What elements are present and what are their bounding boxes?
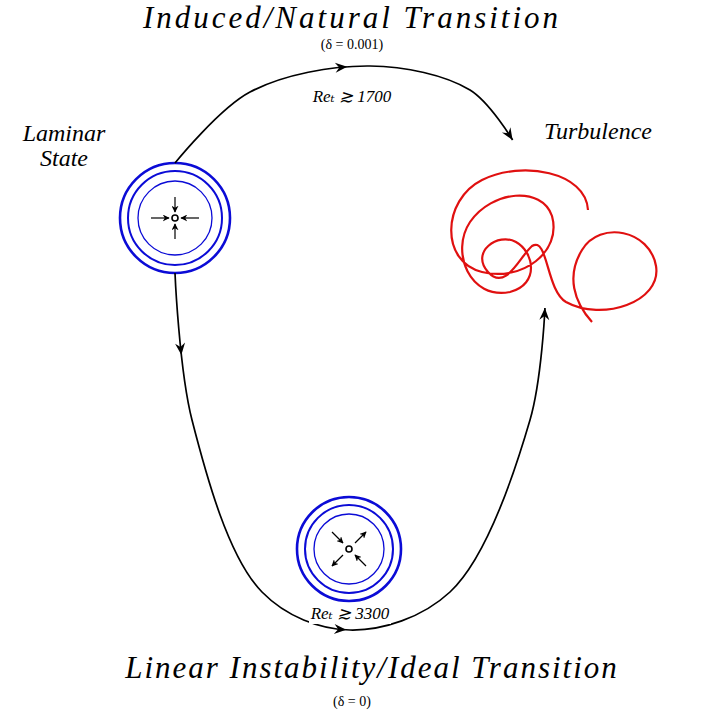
reynolds-threshold: Reₜ ≳ 3300 bbox=[309, 603, 392, 624]
connector-path bbox=[175, 66, 513, 163]
orbit-circle bbox=[305, 505, 393, 593]
node-label: Laminar State bbox=[18, 121, 110, 171]
flow-arrow bbox=[355, 532, 366, 543]
arrow-head bbox=[335, 63, 347, 73]
flow-arrow bbox=[174, 224, 175, 239]
stable-node-symbol bbox=[120, 163, 230, 273]
arrow-head bbox=[334, 624, 346, 634]
parameter-note: (δ = 0) bbox=[331, 694, 373, 710]
transition-connector bbox=[175, 63, 513, 163]
transition-connector bbox=[175, 273, 549, 634]
orbit-circle bbox=[314, 514, 384, 584]
flow-arrow bbox=[332, 532, 343, 543]
turbulence-node: Turbulence bbox=[440, 140, 660, 308]
flow-arrow bbox=[174, 197, 175, 212]
flow-arrow bbox=[151, 217, 169, 218]
connector-path bbox=[175, 273, 545, 630]
transition-title: Linear Instability/Ideal Transition bbox=[123, 650, 621, 686]
transition-title: Induced/Natural Transition bbox=[141, 0, 563, 36]
arrow-head bbox=[502, 127, 513, 140]
fixed-point bbox=[172, 215, 178, 221]
node-label: Turbulence bbox=[544, 119, 652, 144]
arrow-head bbox=[175, 343, 185, 355]
orbit-circle bbox=[128, 171, 222, 265]
orbit-circle bbox=[297, 497, 401, 601]
laminar-state-node: Laminar State bbox=[120, 163, 230, 273]
turbulence-scribble bbox=[451, 170, 656, 322]
parameter-note: (δ = 0.001) bbox=[319, 37, 385, 53]
saddle-point-symbol bbox=[297, 497, 401, 601]
orbit-circle bbox=[138, 181, 212, 255]
fixed-point bbox=[346, 546, 352, 552]
flow-arrow bbox=[181, 217, 199, 218]
flow-arrow bbox=[332, 555, 343, 566]
arrow-head bbox=[539, 308, 549, 320]
reynolds-threshold: Reₜ ≳ 1700 bbox=[311, 86, 394, 107]
flow-arrow bbox=[355, 555, 366, 566]
orbit-circle bbox=[120, 163, 230, 273]
